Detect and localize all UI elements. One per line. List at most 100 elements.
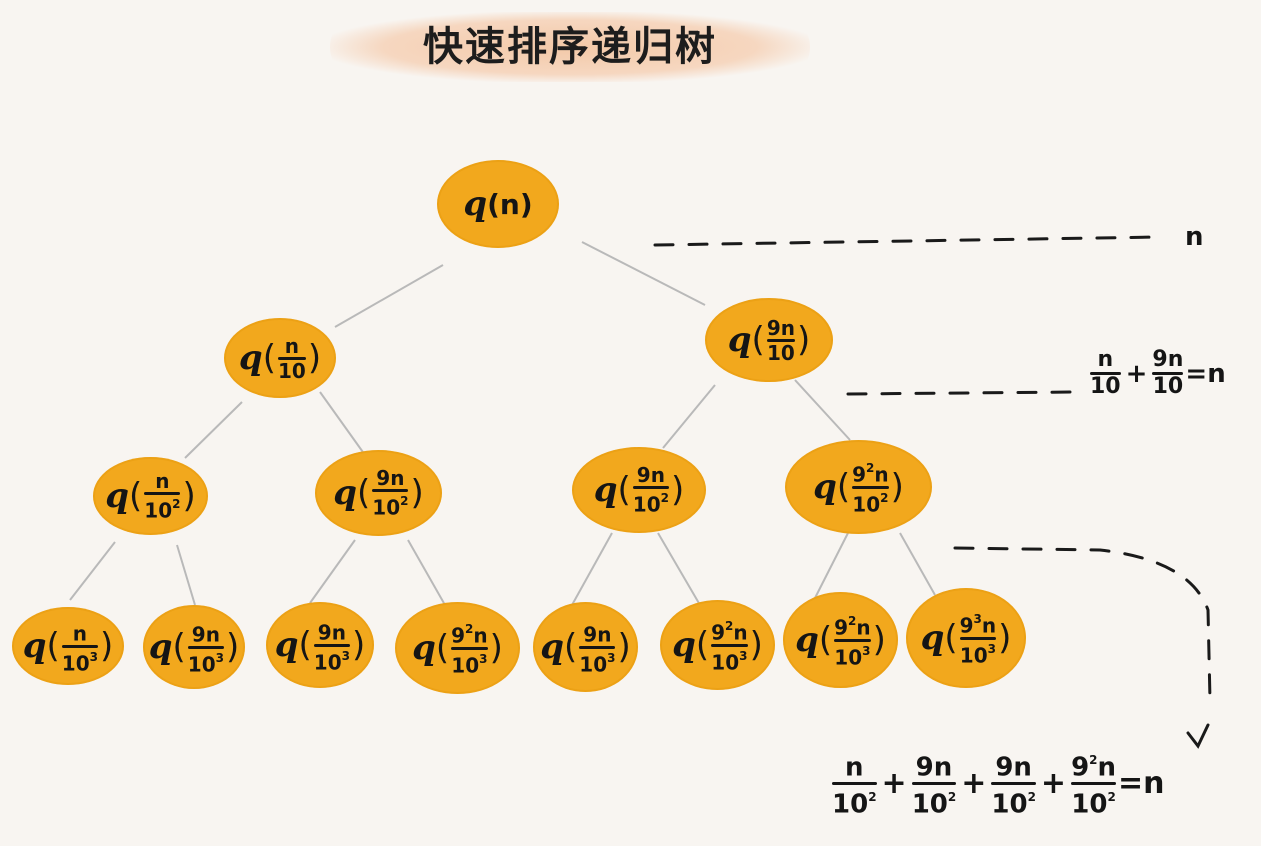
node-fn: q xyxy=(727,320,752,360)
plus-sign: + xyxy=(881,765,907,801)
fraction: n 10 xyxy=(1090,348,1121,399)
paren-open: ( xyxy=(818,620,833,660)
node-root: q (n) xyxy=(437,160,559,248)
denominator: 102 xyxy=(633,489,669,516)
paren-close: ) xyxy=(872,620,886,660)
num-base: 9 xyxy=(959,613,974,638)
num-base: 9n xyxy=(636,463,665,488)
node-fn: q xyxy=(412,628,436,668)
node-l3: q ( 92n 103 ) xyxy=(783,592,898,688)
numerator: 9n xyxy=(766,315,795,340)
denominator: 103 xyxy=(314,647,350,674)
den-base: 10 xyxy=(313,650,342,675)
num-tail: n xyxy=(733,620,748,645)
edge xyxy=(571,532,613,606)
fraction: 92n 103 xyxy=(451,620,488,676)
num-exp: 3 xyxy=(973,611,982,626)
numerator: 92n xyxy=(834,612,871,639)
fraction: 92n 103 xyxy=(711,617,748,673)
denominator: 10 xyxy=(277,358,306,383)
numerator: 9n xyxy=(583,619,611,646)
numerator: n xyxy=(155,470,169,492)
node-fn: q xyxy=(22,626,47,666)
node-fn: q xyxy=(148,627,173,667)
node-l3: q ( 9n 103 ) xyxy=(533,602,638,692)
numerator: n xyxy=(845,748,864,782)
numerator: 9n xyxy=(376,467,404,489)
denominator: 102 xyxy=(144,495,180,522)
paren-open: ( xyxy=(172,627,186,667)
level0-dash xyxy=(653,235,1162,247)
node-arg: (n) xyxy=(487,187,533,221)
denominator: 102 xyxy=(372,492,408,519)
fraction: n 102 xyxy=(144,470,181,522)
paren-open: ( xyxy=(564,627,578,667)
fraction: 9n 102 xyxy=(991,748,1036,818)
edge xyxy=(407,539,446,606)
edge xyxy=(794,379,851,441)
node-l2: q ( n 102 ) xyxy=(93,457,208,535)
den-exp: 3 xyxy=(215,650,224,665)
denominator: 103 xyxy=(62,648,98,675)
fraction: n 103 xyxy=(61,618,98,675)
denominator: 103 xyxy=(579,649,615,676)
fraction-bar xyxy=(832,781,877,785)
fraction: 9n 103 xyxy=(579,619,616,676)
fraction-bar xyxy=(1071,781,1117,785)
node-fn: q xyxy=(238,338,263,378)
fraction: 9n 10 xyxy=(1152,348,1184,399)
numerator: 92n xyxy=(852,459,889,486)
fraction-bar xyxy=(711,643,748,647)
node-fn: q xyxy=(813,467,837,507)
node-fn: q xyxy=(920,618,945,658)
den-base: 10 xyxy=(1071,789,1108,820)
arrow-head-icon xyxy=(1186,723,1210,749)
den-exp: 3 xyxy=(739,648,748,663)
numerator: 93n xyxy=(960,610,997,637)
node-l2: q ( 92n 102 ) xyxy=(785,440,932,534)
paren-close: ) xyxy=(307,338,322,378)
paren-open: ( xyxy=(129,476,143,516)
paren-open: ( xyxy=(617,470,631,510)
fraction-bar xyxy=(144,492,181,496)
denominator: 102 xyxy=(991,785,1036,819)
edge xyxy=(334,264,444,328)
edge xyxy=(657,532,701,606)
den-base: 10 xyxy=(834,645,863,670)
denominator: 103 xyxy=(188,649,224,676)
equals-n: =n xyxy=(1185,358,1226,389)
num-base: n xyxy=(155,469,170,494)
denominator: 103 xyxy=(711,647,747,674)
paren-open: ( xyxy=(695,625,710,665)
num-tail: n xyxy=(874,462,889,487)
den-base: 10 xyxy=(451,653,480,678)
den-base: 10 xyxy=(852,492,881,517)
den-exp: 3 xyxy=(862,643,871,658)
den-base: 10 xyxy=(372,495,401,520)
den-exp: 2 xyxy=(868,789,877,804)
num-base: 9 xyxy=(852,462,867,487)
num-tail: n xyxy=(981,613,997,638)
fraction-bar xyxy=(1090,372,1121,375)
node-fn: q xyxy=(333,473,358,513)
fraction-bar xyxy=(632,486,669,490)
plus-sign: + xyxy=(961,765,987,801)
denominator: 102 xyxy=(832,785,877,819)
node-l3: q ( 9n 103 ) xyxy=(143,605,245,689)
fraction-bar xyxy=(834,638,871,642)
num-exp: 2 xyxy=(848,613,857,628)
numerator: 92n xyxy=(1071,748,1116,782)
num-base: 9 xyxy=(834,615,849,640)
num-base: 9 xyxy=(711,620,726,645)
paren-open: ( xyxy=(836,467,851,507)
node-fn: q xyxy=(795,620,819,660)
num-exp: 2 xyxy=(465,621,474,636)
node-l3: q ( 93n 103 ) xyxy=(906,588,1026,688)
num-tail: n xyxy=(473,623,488,648)
fraction-bar xyxy=(852,485,889,489)
node-fn: q xyxy=(540,627,565,667)
equals-n: =n xyxy=(1118,765,1165,801)
numerator: 9n xyxy=(192,619,220,646)
paren-close: ) xyxy=(890,467,904,507)
paren-open: ( xyxy=(751,320,765,360)
